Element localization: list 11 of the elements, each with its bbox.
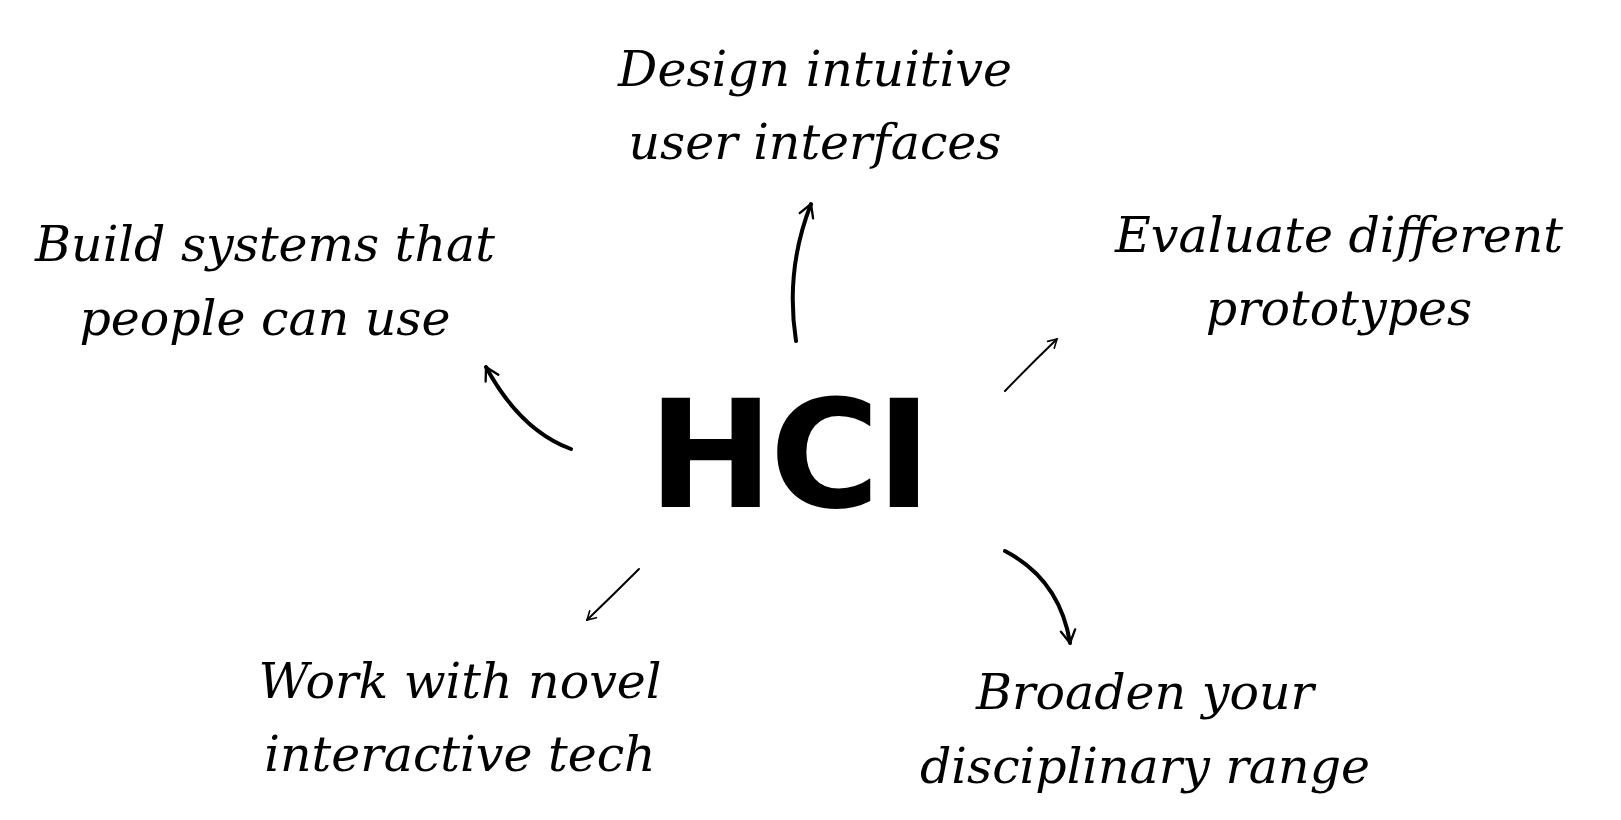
arrow [1003,549,1076,645]
arrow [1004,338,1058,392]
arrow [586,568,640,621]
topic-label: Evaluate different prototypes [1113,205,1564,339]
topic-title: HCI [647,380,929,530]
topic-label: Design intuitive user interfaces [616,39,1013,173]
topic-label: Build systems that people can use [33,215,496,349]
arrow [484,365,573,451]
arrow [790,202,815,343]
topic-label: Work with novel interactive tech [257,651,663,785]
topic-label: Broaden your disciplinary range [919,663,1371,797]
